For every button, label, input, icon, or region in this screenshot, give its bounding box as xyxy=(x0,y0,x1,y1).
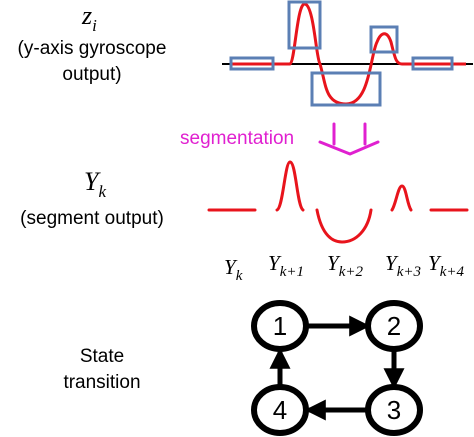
segment-output-4 xyxy=(390,184,413,212)
y-label: Yk xyxy=(84,167,106,201)
gyroscope-signal xyxy=(232,2,466,106)
state-node-3 xyxy=(365,384,423,436)
state-label-3: 3 xyxy=(387,395,401,425)
state-node-4 xyxy=(251,384,309,436)
segment-label-2: Yk+1 xyxy=(268,251,304,280)
state-node-1 xyxy=(251,300,309,352)
state-label-1: 1 xyxy=(273,311,287,341)
segmentation-label: segmentation xyxy=(180,128,294,149)
state-transition-line1: State xyxy=(80,346,124,367)
segment-box-5 xyxy=(411,56,454,71)
state-label-2: 2 xyxy=(387,311,401,341)
segment-label-1: Yk xyxy=(224,255,243,284)
segment-box-2 xyxy=(287,0,322,50)
state-node-2 xyxy=(365,300,423,352)
segment-box-3 xyxy=(310,71,382,107)
y-description: (segment output) xyxy=(20,208,164,229)
segment-label-3: Yk+2 xyxy=(327,251,363,280)
z-description-line1: (y-axis gyroscope xyxy=(18,38,167,59)
segment-output-2 xyxy=(275,160,305,212)
segment-box-4 xyxy=(369,25,399,54)
state-label-4: 4 xyxy=(273,395,287,425)
z-label: zi xyxy=(81,1,97,35)
segment-output-3 xyxy=(315,208,373,244)
segmentation-arrow xyxy=(318,122,380,156)
z-description-line2: output) xyxy=(62,64,121,85)
segment-label-5: Yk+4 xyxy=(428,251,464,280)
segment-label-4: Yk+3 xyxy=(385,251,421,280)
segment-box-1 xyxy=(229,56,275,71)
state-transition-line2: transition xyxy=(63,372,140,393)
